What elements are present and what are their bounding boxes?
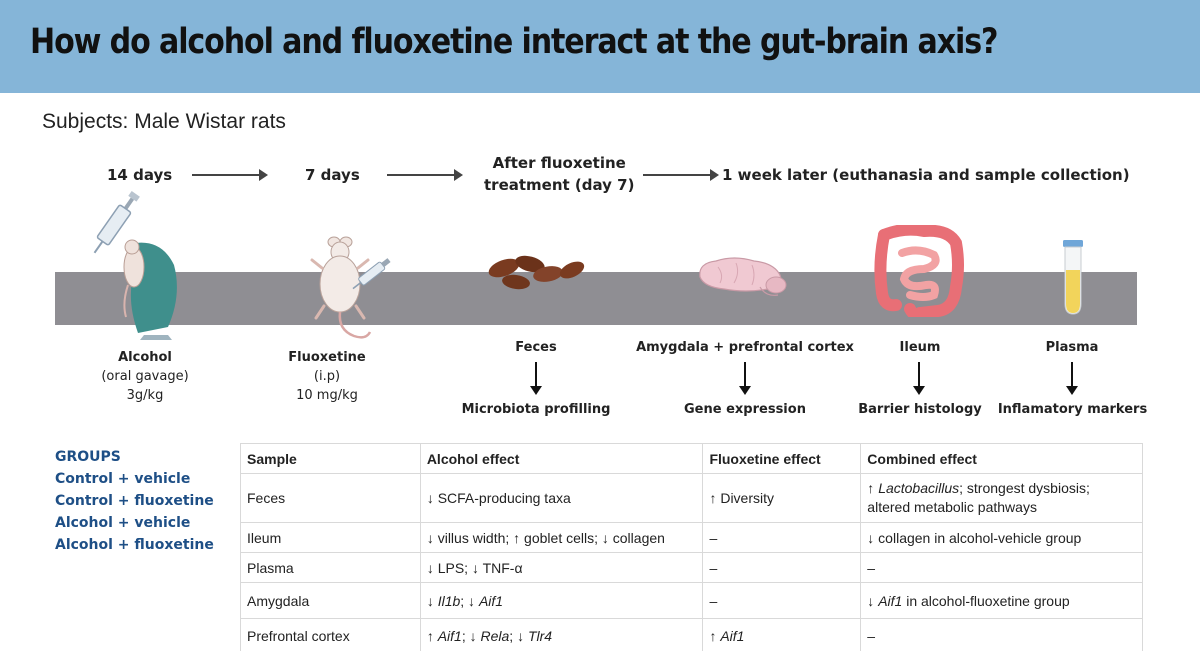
timeline-step-after-fluoxetine-line2: treatment (day 7) bbox=[484, 176, 635, 194]
sample-brain: Amygdala + prefrontal cortex bbox=[630, 338, 860, 357]
group-item: Alcohol + vehicle bbox=[55, 515, 191, 531]
timeline-step-7-days: 7 days bbox=[305, 166, 360, 184]
cell-alcohol: ↓ villus width; ↑ goblet cells; ↓ collag… bbox=[419, 522, 704, 553]
analysis-gene-expression: Gene expression bbox=[684, 402, 806, 417]
alcohol-name: Alcohol bbox=[118, 350, 172, 365]
cell-gene: Rela bbox=[480, 627, 510, 644]
cell-gene: Aif1 bbox=[720, 627, 745, 644]
down-arrow bbox=[739, 362, 751, 395]
cell-arrow: ↑ bbox=[709, 627, 721, 644]
cell-fluoxetine: – bbox=[702, 552, 862, 583]
cell-arrow: ; ↓ bbox=[509, 627, 528, 644]
cell-gene: Aif1 bbox=[437, 627, 462, 644]
down-arrow bbox=[530, 362, 542, 395]
fluoxetine-route: (i.p) bbox=[313, 369, 341, 384]
cell-sample: Prefrontal cortex bbox=[240, 618, 421, 651]
header-alcohol-effect: Alcohol effect bbox=[419, 443, 704, 474]
test-tube-icon bbox=[1063, 240, 1083, 315]
timeline-arrow bbox=[387, 169, 463, 181]
cell-combined-rest: ; strongest dysbiosis; bbox=[959, 480, 1090, 496]
cell-fluoxetine: ↑ Aif1 bbox=[702, 618, 862, 651]
sample-feces: Feces bbox=[486, 338, 586, 357]
title-banner: How do alcohol and fluoxetine interact a… bbox=[0, 0, 1200, 93]
analysis-microbiota: Microbiota profilling bbox=[461, 402, 611, 417]
subjects-label: Subjects: Male Wistar rats bbox=[42, 110, 286, 133]
cell-combined-arrow: ↑ bbox=[867, 480, 879, 496]
timeline-step-one-week-later: 1 week later (euthanasia and sample coll… bbox=[722, 166, 1130, 184]
alcohol-dose: 3g/kg bbox=[126, 388, 164, 403]
cell-combined: ↓ collagen in alcohol-vehicle group bbox=[860, 522, 1143, 553]
sample-feces-label: Feces bbox=[515, 340, 557, 355]
cell-combined-rest: in alcohol-fluoxetine group bbox=[902, 592, 1070, 609]
timeline-arrow bbox=[643, 169, 719, 181]
cell-combined: ↓ Aif1 in alcohol-fluoxetine group bbox=[860, 582, 1143, 619]
cell-alcohol: ↓ LPS; ↓ TNF-α bbox=[419, 552, 704, 583]
cell-arrow: ; ↓ bbox=[461, 627, 481, 644]
alcohol-treatment: Alcohol (oral gavage) 3g/kg bbox=[95, 348, 195, 405]
sample-ileum-label: Ileum bbox=[899, 340, 941, 355]
cell-fluoxetine: – bbox=[702, 522, 862, 553]
cell-sample: Ileum bbox=[240, 522, 421, 553]
feces-icon bbox=[488, 255, 585, 290]
cell-gene: Tlr4 bbox=[527, 627, 553, 644]
analysis-inflammatory-markers: Inflamatory markers bbox=[997, 402, 1148, 417]
group-item: Control + fluoxetine bbox=[55, 493, 214, 509]
table-row: Prefrontal cortex ↑ Aif1; ↓ Rela; ↓ Tlr4… bbox=[240, 618, 1143, 651]
intestine-icon bbox=[874, 225, 964, 317]
page-title: How do alcohol and fluoxetine interact a… bbox=[30, 22, 998, 62]
brain-icon bbox=[699, 257, 787, 296]
cell-arrow: ; ↓ bbox=[460, 592, 479, 609]
header-sample: Sample bbox=[240, 443, 421, 474]
cell-alcohol: ↑ Aif1; ↓ Rela; ↓ Tlr4 bbox=[419, 618, 704, 651]
sample-brain-label: Amygdala + prefrontal cortex bbox=[636, 340, 854, 355]
table-row: Plasma ↓ LPS; ↓ TNF-α – – bbox=[240, 552, 1143, 583]
timeline-step-after-fluoxetine: After fluoxetine treatment (day 7) bbox=[484, 152, 634, 196]
cell-fluoxetine: ↑ Diversity bbox=[702, 473, 862, 523]
alcohol-route: (oral gavage) bbox=[101, 369, 189, 384]
analysis-barrier-histology: Barrier histology bbox=[858, 402, 982, 417]
rat-injection-icon bbox=[310, 236, 391, 339]
cell-sample: Feces bbox=[240, 473, 421, 523]
cell-fluoxetine: – bbox=[702, 582, 862, 619]
table-row: Amygdala ↓ Il1b; ↓ Aif1 – ↓ Aif1 in alco… bbox=[240, 582, 1143, 619]
cell-alcohol: ↓ Il1b; ↓ Aif1 bbox=[419, 582, 704, 619]
cell-combined: ↑ Lactobacillus; strongest dysbiosis; alt… bbox=[860, 473, 1143, 523]
fluoxetine-dose: 10 mg/kg bbox=[296, 388, 358, 403]
group-item: Control + vehicle bbox=[55, 471, 191, 487]
cell-combined: – bbox=[860, 552, 1143, 583]
results-table: Sample Alcohol effect Fluoxetine effect … bbox=[240, 443, 1143, 651]
cell-combined: – bbox=[860, 618, 1143, 651]
header-fluoxetine-effect: Fluoxetine effect bbox=[702, 443, 862, 474]
cell-alcohol: ↓ SCFA-producing taxa bbox=[419, 473, 704, 523]
sample-plasma-label: Plasma bbox=[1045, 340, 1099, 355]
table-row: Ileum ↓ villus width; ↑ goblet cells; ↓ … bbox=[240, 522, 1143, 553]
sample-ileum: Ileum bbox=[870, 338, 970, 357]
down-arrow bbox=[913, 362, 925, 395]
table-row: Feces ↓ SCFA-producing taxa ↑ Diversity … bbox=[240, 473, 1143, 523]
cell-arrow: ↓ bbox=[426, 592, 438, 609]
timeline-arrow bbox=[192, 169, 268, 181]
timeline-step-14-days: 14 days bbox=[107, 166, 173, 184]
groups-list: GROUPS Control + vehicle Control + fluox… bbox=[55, 446, 214, 556]
cell-sample: Plasma bbox=[240, 552, 421, 583]
table-header-row: Sample Alcohol effect Fluoxetine effect … bbox=[240, 443, 1143, 474]
timeline-band bbox=[55, 272, 1137, 325]
cell-gene: Aif1 bbox=[878, 592, 903, 609]
timeline-step-after-fluoxetine-line1: After fluoxetine bbox=[492, 154, 626, 172]
syringe-rat-icon bbox=[93, 191, 177, 340]
cell-arrow: ↓ bbox=[867, 592, 879, 609]
down-arrow bbox=[1066, 362, 1078, 395]
cell-gene: Aif1 bbox=[478, 592, 504, 609]
sample-plasma: Plasma bbox=[1022, 338, 1122, 357]
groups-heading: GROUPS bbox=[55, 449, 121, 465]
group-item: Alcohol + fluoxetine bbox=[55, 537, 214, 553]
cell-combined-line2: altered metabolic pathways bbox=[867, 499, 1037, 515]
cell-combined-taxon: Lactobacillus bbox=[878, 480, 960, 496]
cell-gene: Il1b bbox=[437, 592, 461, 609]
cell-arrow: ↑ bbox=[426, 627, 438, 644]
header-combined-effect: Combined effect bbox=[860, 443, 1143, 474]
fluoxetine-name: Fluoxetine bbox=[288, 350, 366, 365]
fluoxetine-treatment: Fluoxetine (i.p) 10 mg/kg bbox=[277, 348, 377, 405]
cell-sample: Amygdala bbox=[240, 582, 421, 619]
